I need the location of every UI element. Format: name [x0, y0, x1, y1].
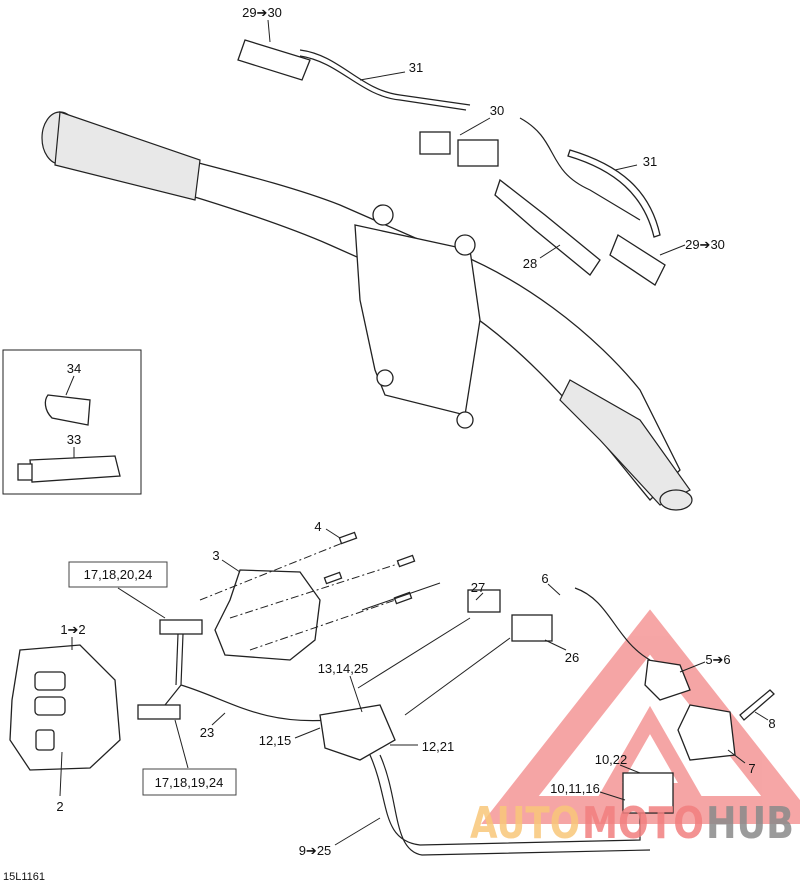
watermark-text: AUTO MOTO HUB: [470, 798, 794, 849]
boxed-callout-lower-text: 17,18,19,24: [155, 775, 224, 790]
boxed-callout-upper: 17,18,20,24: [68, 561, 168, 588]
callout-labels: 29➔30 31 30 31 28 29➔30 34 33 4 3 27 6 1…: [56, 5, 775, 858]
heater-element-29: [609, 234, 666, 286]
callout-10-22: 10,22: [595, 752, 628, 767]
module-10: [622, 772, 674, 814]
boxed-callout-upper-text: 17,18,20,24: [84, 567, 153, 582]
watermark-hub: HUB: [706, 798, 794, 849]
callout-6: 6: [541, 571, 548, 586]
switch-7: [677, 704, 736, 761]
connector-lower: [137, 704, 181, 720]
heater-wire-31: [567, 149, 661, 238]
callout-29-30-top: 29➔30: [242, 5, 282, 20]
handlebar-riser: [354, 224, 481, 416]
callout-31-right: 31: [643, 154, 657, 169]
callout-23: 23: [200, 725, 214, 740]
callout-9-25: 9➔25: [299, 843, 332, 858]
connector-upper: [159, 619, 203, 635]
callout-29-30-right: 29➔30: [685, 237, 725, 252]
cable-tie-34: [44, 394, 91, 426]
callout-8: 8: [768, 716, 775, 731]
callout-5-6: 5➔6: [705, 652, 730, 667]
leader-lines: [59, 19, 769, 846]
screws-4: [199, 531, 416, 651]
boxed-callout-lower: 17,18,19,24: [142, 768, 237, 796]
callout-13-14-25: 13,14,25: [318, 661, 369, 676]
housing-3: [214, 569, 321, 661]
heater-element-top: [237, 39, 471, 111]
callout-34: 34: [67, 361, 81, 376]
connectors-30: [419, 117, 641, 221]
diagram-code: 15L1161: [3, 871, 45, 883]
right-grip: [559, 379, 691, 506]
switch-5: [644, 659, 691, 701]
pin-8: [739, 689, 775, 721]
callout-12-21: 12,21: [422, 739, 455, 754]
watermark-moto: MOTO: [582, 798, 704, 849]
callout-3: 3: [212, 548, 219, 563]
handlebar: [41, 111, 693, 511]
heater-element-28: [494, 178, 601, 276]
callout-27: 27: [471, 580, 485, 595]
watermark-auto: AUTO: [470, 798, 580, 849]
relay-connectors: [319, 704, 396, 761]
callout-26: 26: [565, 650, 579, 665]
callout-2: 2: [56, 799, 63, 814]
callout-1-2: 1➔2: [60, 622, 85, 637]
connector-26: [511, 614, 553, 642]
callout-33: 33: [67, 432, 81, 447]
callout-10-11-16: 10,11,16: [550, 781, 600, 796]
connector-27: [467, 589, 501, 613]
callout-30: 30: [490, 103, 504, 118]
callout-4: 4: [314, 519, 321, 534]
callout-31-top: 31: [409, 60, 423, 75]
callout-12-15: 12,15: [259, 733, 292, 748]
callout-28: 28: [523, 256, 537, 271]
callout-7: 7: [748, 761, 755, 776]
